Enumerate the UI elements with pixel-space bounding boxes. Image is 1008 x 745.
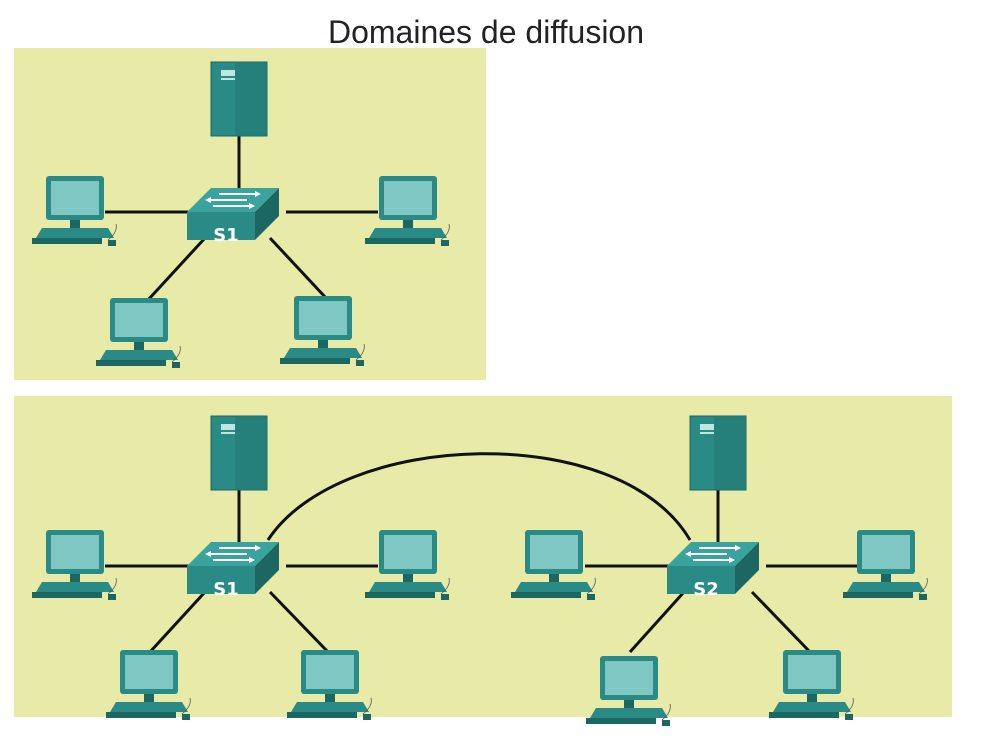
switch-label-s1: S1 — [213, 579, 239, 600]
server-icon — [210, 61, 268, 137]
switch-label-s1: S1 — [213, 225, 239, 246]
switch-label-s2: S2 — [693, 579, 719, 600]
server-icon — [210, 415, 268, 491]
broadcast-domain-top: S1 — [14, 48, 486, 380]
broadcast-domain-bottom: S1 S2 — [14, 396, 952, 727]
links-bottom — [105, 452, 858, 654]
server-icon — [689, 415, 747, 491]
diagram-title: Domaines de diffusion — [327, 14, 645, 50]
links-top — [105, 130, 378, 302]
